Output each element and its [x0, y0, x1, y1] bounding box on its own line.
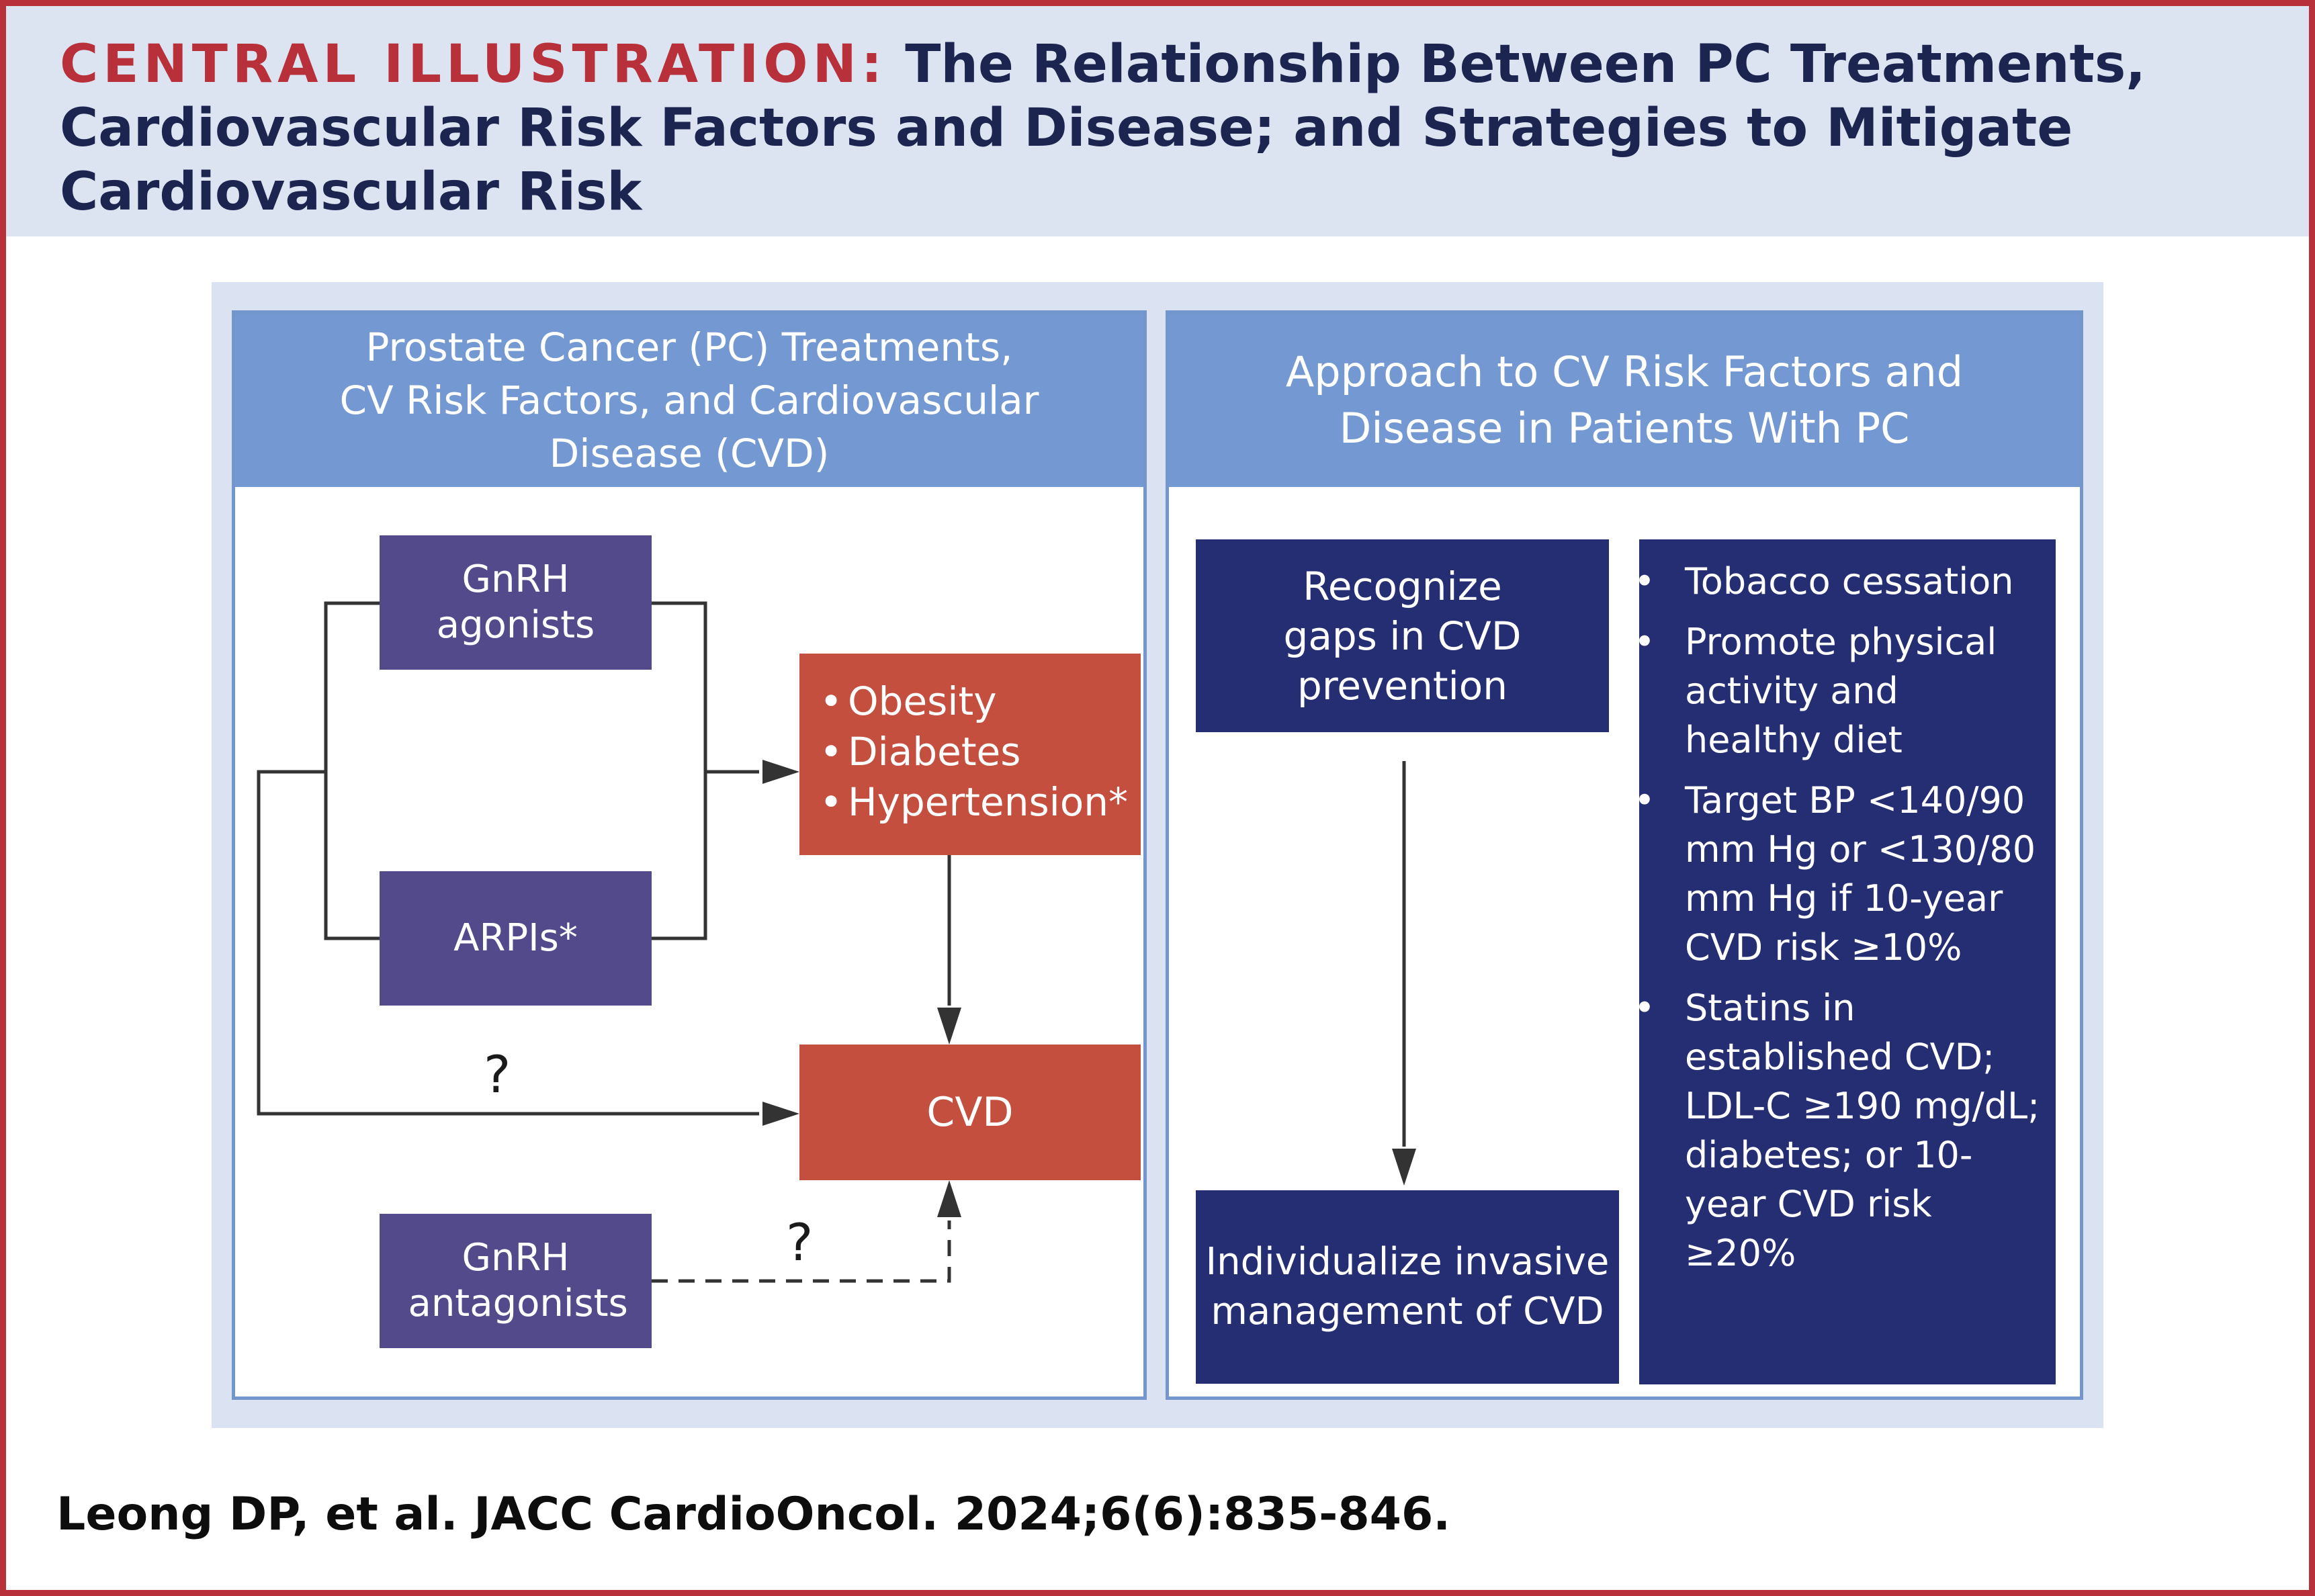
recognize-gaps-box: Recognize gaps in CVD prevention: [1196, 539, 1609, 732]
approach-panel-header: Approach to CV Risk Factors and Disease …: [1169, 314, 2080, 487]
risk-factor-item: Hypertension*: [820, 777, 1141, 828]
arpis-label: ARPIs*: [453, 916, 578, 960]
individualize-management-box: Individualize invasive management of CVD: [1196, 1190, 1619, 1384]
gnrh-antagonists-box: GnRH antagonists: [380, 1214, 652, 1348]
risk-factor-item: Diabetes: [820, 727, 1141, 777]
citation: Leong DP, et al. JACC CardioOncol. 2024;…: [56, 1488, 1451, 1541]
central-illustration-label: CENTRAL ILLUSTRATION:: [60, 34, 887, 95]
cvd-label: CVD: [926, 1089, 1014, 1136]
arrow-treatments-to-cvd: [257, 770, 759, 1116]
recommendation-item: Statins in established CVD; LDL-C ≥190 m…: [1659, 983, 2044, 1278]
gnrh-agonists-box: GnRH agonists: [380, 535, 652, 670]
gnrh-antagonists-label: GnRH antagonists: [408, 1236, 628, 1325]
treatments-panel-title: Prostate Cancer (PC) Treatments, CV Risk…: [339, 324, 1039, 476]
treatment-connectors: [257, 601, 961, 1283]
risk-factors-box: Obesity Diabetes Hypertension*: [799, 654, 1141, 855]
recommendation-item: Promote physical activity and healthy di…: [1659, 617, 2044, 764]
treatments-panel: Prostate Cancer (PC) Treatments, CV Risk…: [232, 310, 1147, 1400]
recognize-gaps-label: Recognize gaps in CVD prevention: [1283, 563, 1522, 709]
risk-factor-item: Obesity: [820, 676, 1141, 727]
cvd-box: CVD: [799, 1045, 1141, 1180]
gnrh-agonists-label: GnRH agonists: [436, 558, 595, 647]
recommendations-list: Tobacco cessation Promote physical activ…: [1659, 557, 2044, 1278]
question-mark-direct: ?: [484, 1045, 511, 1104]
header-banner: CENTRAL ILLUSTRATION: The Relationship B…: [6, 6, 2309, 236]
agonist-bracket-right: [652, 601, 707, 940]
treatments-panel-header: Prostate Cancer (PC) Treatments, CV Risk…: [235, 314, 1143, 487]
dashed-arrow-antagonists-to-cvd: [652, 1221, 951, 1283]
arrowhead-cvd-from-antagonists: [937, 1180, 961, 1217]
individualize-management-label: Individualize invasive management of CVD: [1205, 1240, 1610, 1333]
agonist-bracket-left: [324, 601, 380, 940]
figure-title-text: The Relationship Between PC Treatments, …: [60, 34, 2146, 222]
arrowhead-cvd-from-risk: [937, 1008, 961, 1045]
arpis-box: ARPIs*: [380, 871, 652, 1006]
arrowhead-risk-factors: [762, 760, 799, 784]
figure-title: CENTRAL ILLUSTRATION: The Relationship B…: [60, 33, 2243, 224]
approach-panel-title: Approach to CV Risk Factors and Disease …: [1285, 347, 1964, 453]
approach-connectors: [1392, 761, 1416, 1186]
risk-factors-list: Obesity Diabetes Hypertension*: [820, 676, 1141, 828]
recommendation-item: Tobacco cessation: [1659, 557, 2044, 606]
arrowhead-cvd-direct: [762, 1102, 799, 1126]
diagram-area: Prostate Cancer (PC) Treatments, CV Risk…: [212, 282, 2103, 1428]
approach-panel: Approach to CV Risk Factors and Disease …: [1166, 310, 2083, 1400]
question-mark-antagonists: ?: [786, 1212, 814, 1272]
arrowhead-individualize: [1392, 1149, 1416, 1186]
recommendations-box: Tobacco cessation Promote physical activ…: [1639, 539, 2056, 1384]
recommendation-item: Target BP <140/90 mm Hg or <130/80 mm Hg…: [1659, 776, 2044, 972]
